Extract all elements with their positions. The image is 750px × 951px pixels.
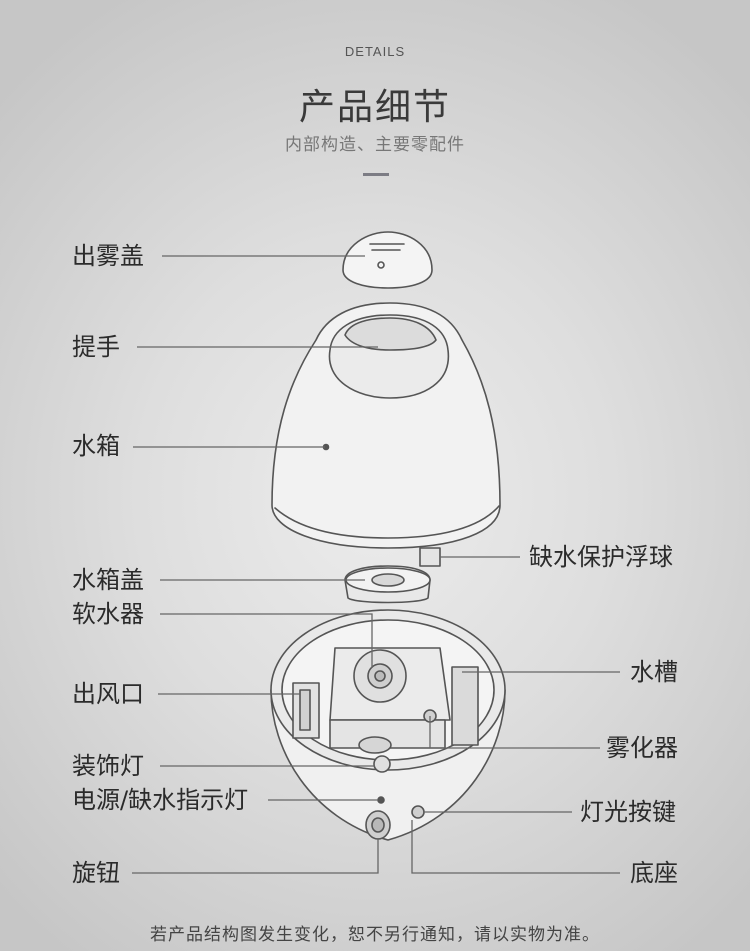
tank-cap-part bbox=[344, 565, 431, 604]
label-water-trough: 水槽 bbox=[630, 658, 678, 686]
label-mist-lid: 出雾盖 bbox=[72, 242, 144, 270]
label-handle: 提手 bbox=[72, 333, 120, 361]
leader-atomizer bbox=[429, 716, 600, 749]
label-tank-cap: 水箱盖 bbox=[72, 566, 144, 594]
title-divider bbox=[363, 173, 389, 176]
label-power-indicator: 电源/缺水指示灯 bbox=[72, 786, 249, 814]
leader-base bbox=[411, 820, 620, 874]
label-water-tank: 水箱 bbox=[72, 432, 120, 460]
label-atomizer: 雾化器 bbox=[606, 734, 678, 762]
leader-softener bbox=[160, 613, 373, 668]
page-title: 产品细节 bbox=[298, 87, 451, 128]
mist-lid-part bbox=[342, 231, 433, 289]
details-kicker: DETAILS bbox=[344, 44, 406, 59]
page-subtitle: 内部构造、主要零配件 bbox=[285, 135, 465, 155]
base-bowl-part bbox=[270, 609, 506, 841]
label-base: 底座 bbox=[630, 859, 678, 887]
label-softener: 软水器 bbox=[72, 600, 144, 628]
leader-knob bbox=[132, 838, 379, 874]
label-air-outlet: 出风口 bbox=[72, 680, 144, 708]
label-light-button: 灯光按键 bbox=[580, 798, 676, 826]
label-knob: 旋钮 bbox=[72, 859, 120, 887]
label-float-ball: 缺水保护浮球 bbox=[529, 543, 673, 571]
label-decor-light: 装饰灯 bbox=[72, 752, 144, 780]
water-tank-part bbox=[271, 302, 501, 567]
disclaimer-note: 若产品结构图发生变化，恕不另行通知，请以实物为准。 bbox=[150, 925, 600, 945]
